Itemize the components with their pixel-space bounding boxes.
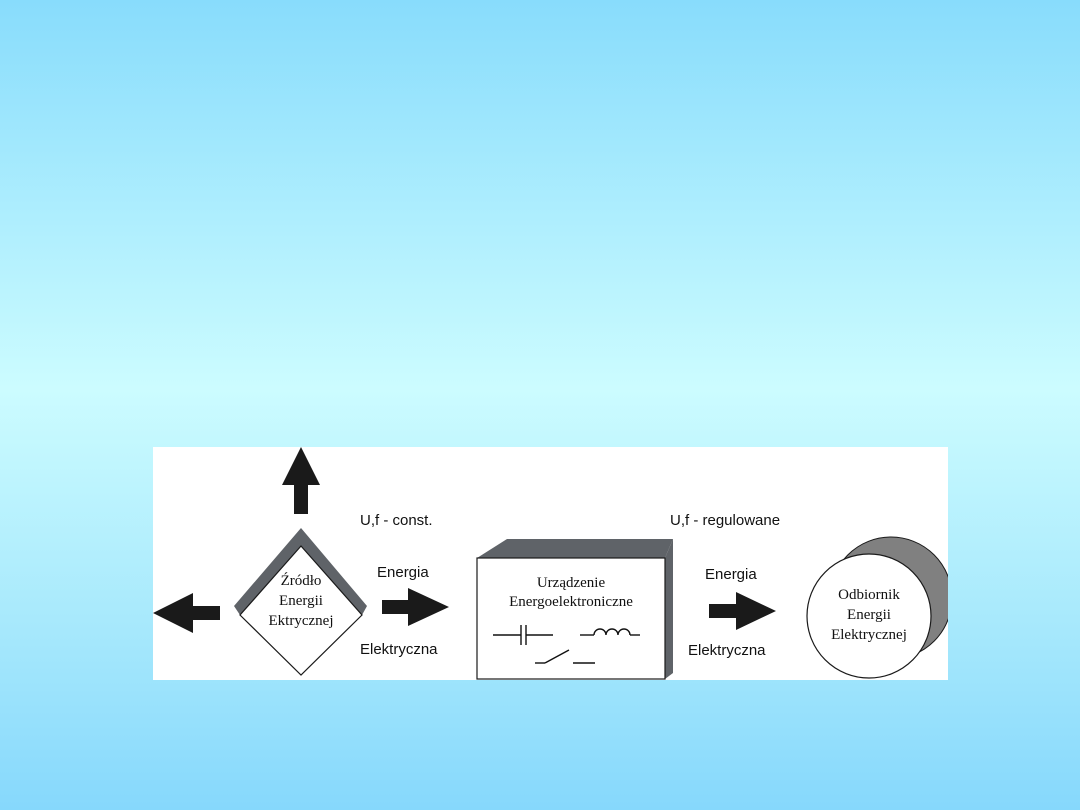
link1-top-label: Energia — [377, 564, 429, 581]
load-label-line2: Energii — [847, 607, 891, 623]
link1-bottom-label: Elektryczna — [360, 641, 438, 658]
load-label-line1: Odbiornik — [838, 587, 900, 603]
source-label-line2: Energii — [279, 593, 323, 609]
energy-flow-diagram: Źródło Energii Ektrycznej U,f - const. E… — [153, 447, 948, 680]
arrow-right-icon — [382, 588, 449, 626]
switch-icon — [535, 649, 595, 664]
source-label-line3: Ektrycznej — [269, 613, 334, 629]
load-circle-face — [806, 553, 932, 679]
arrow-left-icon — [153, 593, 220, 633]
diagram-panel: Źródło Energii Ektrycznej U,f - const. E… — [153, 447, 948, 680]
source-diamond-face — [239, 545, 363, 676]
converter-label-line2: Energoelektroniczne — [509, 594, 633, 610]
arrow-up-icon — [282, 447, 320, 514]
capacitor-icon — [493, 625, 553, 645]
converter-box: Urządzenie Energoelektroniczne — [476, 539, 673, 680]
converter-label-line1: Urządzenie — [537, 575, 606, 591]
source-label-line1: Źródło — [281, 572, 322, 589]
link2-top-label: Energia — [705, 566, 757, 583]
link1-condition: U,f - const. — [360, 512, 433, 529]
converter-box-face — [476, 557, 666, 680]
link2-bottom-label: Elektryczna — [688, 642, 766, 659]
source-diamond: Źródło Energii Ektrycznej — [234, 528, 367, 676]
converter-box-shadow-top — [477, 539, 673, 558]
link2-condition: U,f - regulowane — [670, 512, 780, 529]
arrow-right-icon — [709, 592, 776, 630]
load-circle: Odbiornik Energii Elektrycznej — [806, 536, 948, 679]
converter-box-shadow-right — [665, 539, 673, 679]
inductor-icon — [580, 628, 640, 636]
load-label-line3: Elektrycznej — [831, 627, 907, 643]
